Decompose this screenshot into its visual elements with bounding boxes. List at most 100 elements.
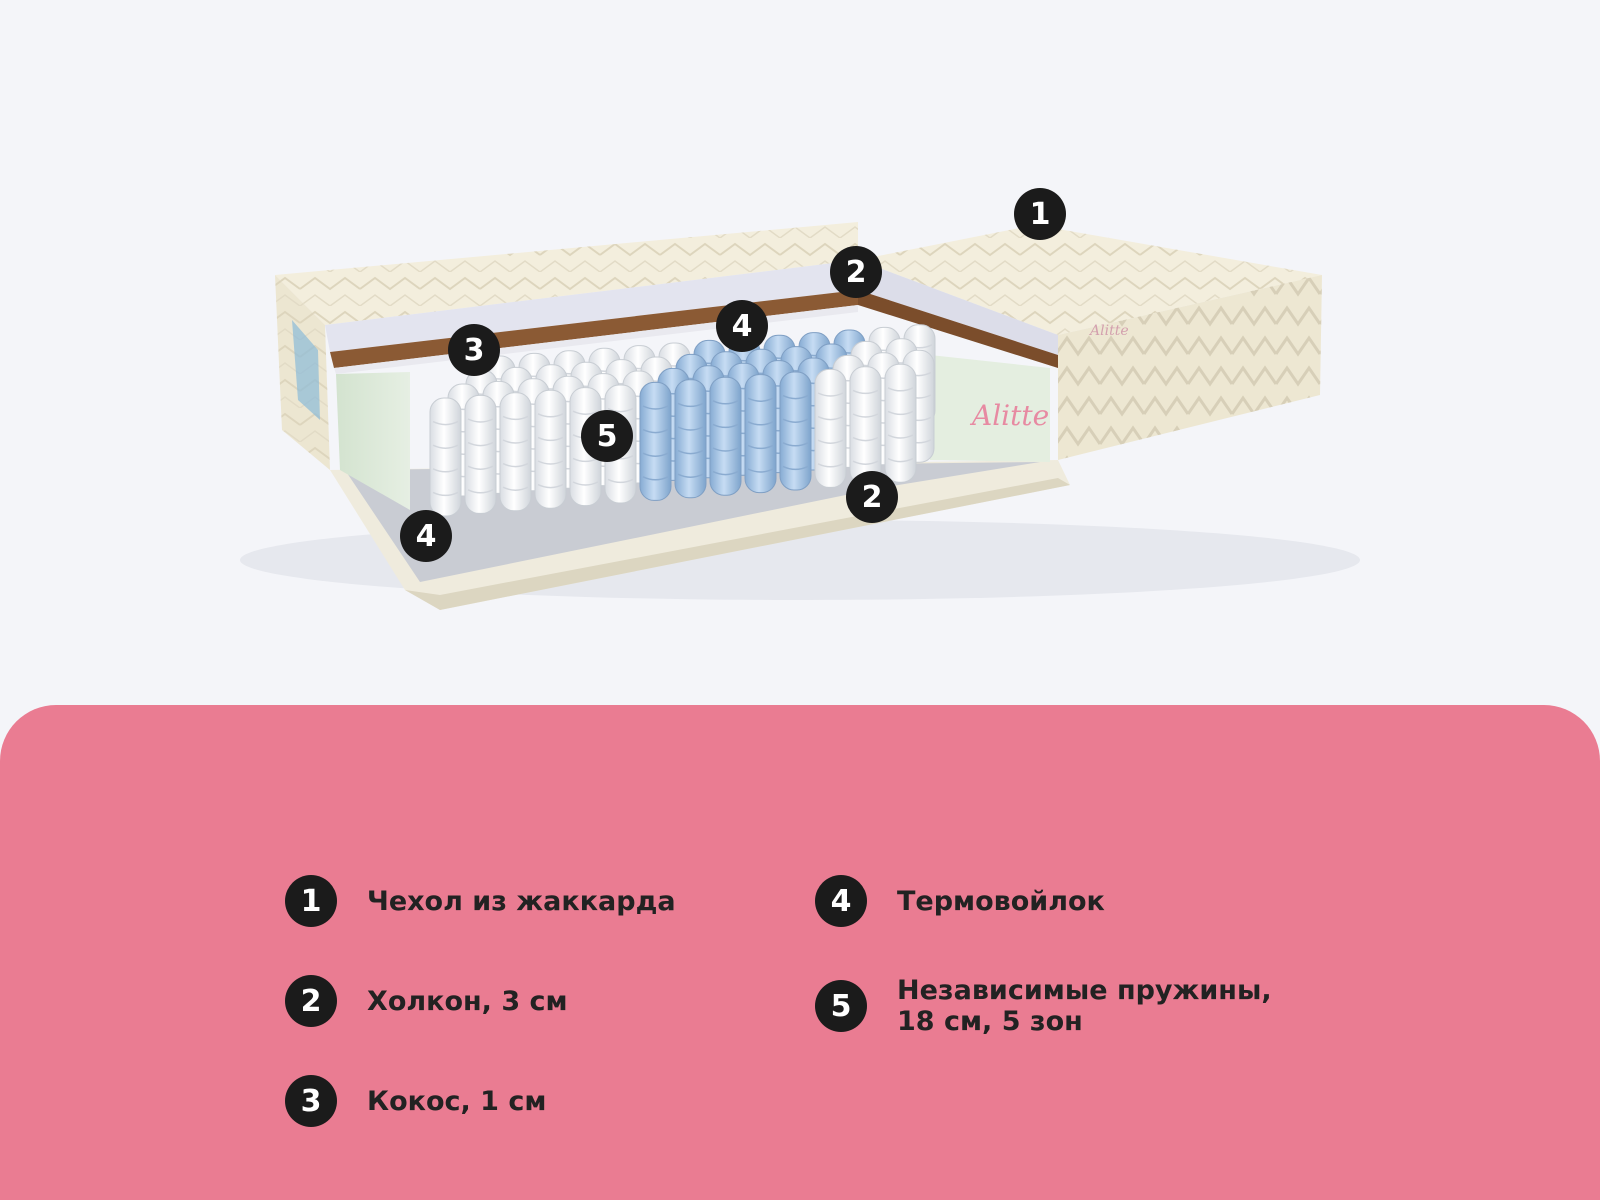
spring-coil-line xyxy=(432,444,459,449)
legend-number-3: 3 xyxy=(285,1075,337,1127)
spring-coil-line xyxy=(537,483,564,489)
spring-coil-line xyxy=(677,473,704,478)
spring-coil-line xyxy=(642,476,669,481)
spring-coil-line xyxy=(712,423,739,429)
spring-coil-line xyxy=(642,452,669,457)
brand-tag: Alitte xyxy=(1088,323,1129,339)
spring-coil-line xyxy=(712,470,739,476)
spring-coil-line xyxy=(502,486,529,491)
spring-blue xyxy=(779,371,812,491)
spring-coil-line xyxy=(432,420,459,426)
spring-white xyxy=(884,363,917,483)
legend-label-felt: Термовойлок xyxy=(897,885,1105,917)
spring-white xyxy=(499,392,532,512)
spring-blue xyxy=(674,379,707,499)
spring-coil-line xyxy=(747,444,774,450)
legend-item-springs: 5 Независимые пружины, 18 см, 5 зон xyxy=(815,975,1272,1037)
legend-item-cover: 1 Чехол из жаккарда xyxy=(285,875,676,927)
marker-felt-bottom: 4 xyxy=(400,510,452,562)
spring-white xyxy=(849,366,882,486)
spring-coil-line xyxy=(747,468,774,473)
foam-edge-left xyxy=(336,372,410,510)
legend-label-holkon: Холкон, 3 см xyxy=(367,985,568,1017)
spring-coil-line xyxy=(432,491,459,497)
spring-coil-line xyxy=(467,441,494,447)
spring-coil-line xyxy=(782,394,809,400)
legend-number-1: 1 xyxy=(285,875,337,927)
spring-coil-line xyxy=(852,436,879,442)
marker-springs: 5 xyxy=(581,410,633,462)
spring-coil-line xyxy=(572,481,599,486)
legend-item-felt: 4 Термовойлок xyxy=(815,875,1105,927)
spring-white xyxy=(429,397,462,517)
mattress-scene: Alitte Alitte 1 2 3 4 5 4 2 xyxy=(240,188,1360,610)
spring-coil-line xyxy=(432,468,459,473)
spring-coil-line xyxy=(817,415,844,421)
spring-coil-line xyxy=(817,392,844,397)
spring-coil-line xyxy=(467,465,494,470)
spring-blue xyxy=(744,374,777,494)
marker-felt-top: 4 xyxy=(716,300,768,352)
spring-coil-line xyxy=(782,465,809,471)
spring-coil-line xyxy=(852,460,879,465)
spring-coil-line xyxy=(537,413,564,418)
spring-coil-line xyxy=(467,418,494,423)
legend-number-2: 2 xyxy=(285,975,337,1027)
marker-bottom-foam: 2 xyxy=(846,471,898,523)
spring-coil-line xyxy=(852,389,879,395)
brand-logo: Alitte xyxy=(969,399,1049,432)
legend-item-holkon: 2 Холкон, 3 см xyxy=(285,975,568,1027)
spring-blue xyxy=(709,376,742,496)
spring-coil-line xyxy=(502,462,529,468)
spring-coil-line xyxy=(887,387,914,392)
legend-label-springs: Независимые пружины, 18 см, 5 зон xyxy=(897,975,1272,1037)
legend-panel: 1 Чехол из жаккарда 2 Холкон, 3 см 3 Кок… xyxy=(0,705,1600,1200)
spring-white xyxy=(534,389,567,509)
legend-number-5: 5 xyxy=(815,980,867,1032)
spring-coil-line xyxy=(502,439,529,444)
spring-coil-line xyxy=(887,410,914,416)
spring-coil-line xyxy=(502,415,529,421)
spring-coil-line xyxy=(467,489,494,494)
spring-coil-line xyxy=(677,449,704,455)
spring-coil-line xyxy=(607,407,634,413)
spring-coil-line xyxy=(747,421,774,426)
legend-label-springs-line2: 18 см, 5 зон xyxy=(897,1006,1083,1037)
top-foam-right xyxy=(858,260,1058,355)
spring-white xyxy=(814,368,847,488)
spring-coil-line xyxy=(887,434,914,439)
cover-top-left-quilting xyxy=(275,222,858,325)
marker-cover: 1 xyxy=(1014,188,1066,240)
legend-label-cover: Чехол из жаккарда xyxy=(367,885,676,917)
side-label-patch xyxy=(292,320,320,420)
legend-item-coconut: 3 Кокос, 1 см xyxy=(285,1075,546,1127)
spring-coil-line xyxy=(817,439,844,444)
spring-white xyxy=(464,394,497,514)
spring-coil-line xyxy=(817,463,844,468)
base-edge xyxy=(405,478,1070,610)
spring-coil-line xyxy=(537,436,564,442)
marker-coconut: 3 xyxy=(448,324,500,376)
spring-coil-line xyxy=(712,447,739,452)
legend-number-4: 4 xyxy=(815,875,867,927)
cover-top-quilting xyxy=(858,225,1322,335)
spring-coil-line xyxy=(887,457,914,463)
spring-coil-line xyxy=(677,402,704,408)
spring-coil-line xyxy=(852,413,879,418)
spring-coil-line xyxy=(782,418,809,423)
spring-blue xyxy=(639,381,672,501)
mattress-illustration: Alitte Alitte xyxy=(240,222,1360,610)
legend-label-springs-line1: Независимые пружины, xyxy=(897,975,1272,1006)
spring-coil-line xyxy=(642,428,669,434)
spring-coil-line xyxy=(712,400,739,405)
cover-front-zigzag xyxy=(1058,275,1322,460)
spring-coil-line xyxy=(537,460,564,465)
spring-coil-line xyxy=(747,397,774,402)
spring-coil-line xyxy=(607,478,634,484)
spring-coil-line xyxy=(677,426,704,431)
legend-label-coconut: Кокос, 1 см xyxy=(367,1085,547,1117)
marker-top-foam: 2 xyxy=(830,246,882,298)
foam-edge-right xyxy=(930,355,1050,462)
spring-coil-line xyxy=(642,405,669,410)
spring-coil-line xyxy=(782,442,809,447)
